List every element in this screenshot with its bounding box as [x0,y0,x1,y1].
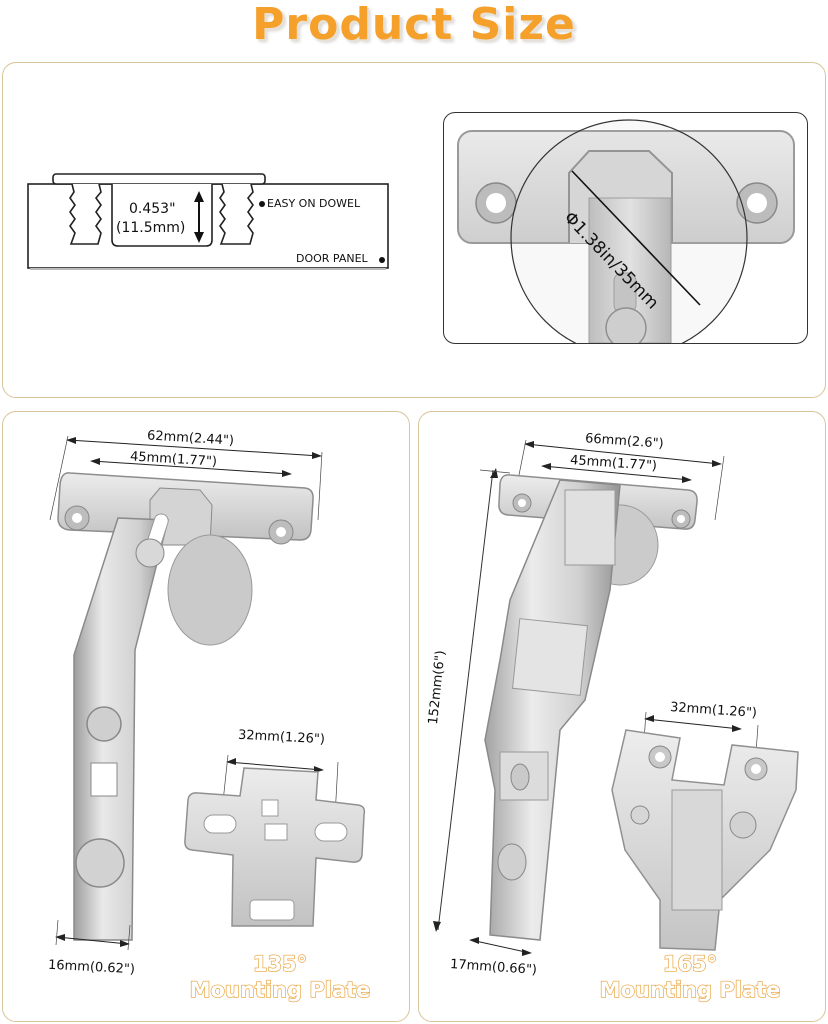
door-panel-label: DOOR PANEL [296,252,368,265]
door-panel-cross-section-diagram [27,173,389,270]
caption-angle: 165° [662,951,718,976]
hinge-135-caption: 135° Mounting Plate [160,951,400,1003]
cup-depth-inches: 0.453" [129,201,176,217]
cup-depth-mm: (11.5mm) [116,220,186,236]
hinge-cup-photo-frame: Φ1.38in/35mm [443,112,808,344]
caption-angle: 135° [252,951,308,976]
easy-on-dowel-label: EASY ON DOWEL [267,197,361,210]
hinge-135-illustration [49,435,366,951]
hinge-165-caption: 165° Mounting Plate [570,951,810,1003]
caption-label: Mounting Plate [599,977,781,1002]
caption-label: Mounting Plate [189,977,371,1002]
page-title: Product Size [252,0,576,50]
hinge-cup-closeup-illustration [457,119,795,343]
